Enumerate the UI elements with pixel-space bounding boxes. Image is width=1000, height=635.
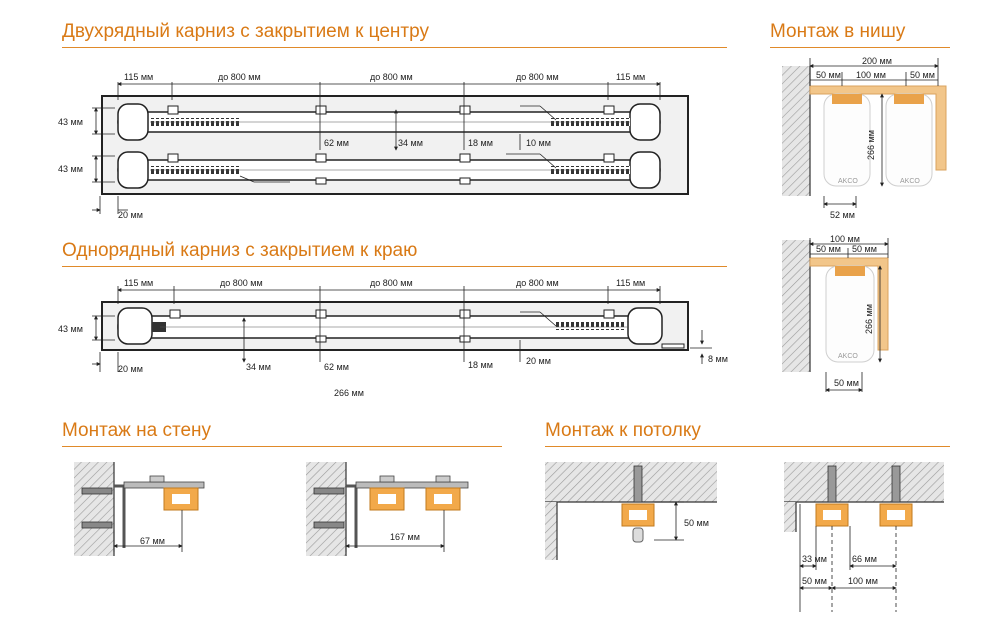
- end-cap: [627, 307, 663, 345]
- dim-label: 8 мм: [708, 354, 728, 364]
- heading-double-rail: Двухрядный карниз с закрытием к центру: [62, 21, 429, 42]
- dim-label: 34 мм: [246, 362, 271, 372]
- niche-profile: [809, 85, 947, 171]
- dim-label: до 800 мм: [370, 72, 413, 82]
- dim-label: 115 мм: [616, 72, 645, 82]
- dim-label: 266 мм: [334, 388, 364, 398]
- dim-label: 50 мм: [834, 378, 859, 388]
- dim-label: 50 мм: [816, 70, 841, 80]
- dim-label: 33 мм: [802, 554, 827, 564]
- dim-label: 43 мм: [58, 324, 83, 334]
- dim-label: 52 мм: [830, 210, 855, 220]
- screw: [827, 465, 837, 503]
- ceiling-mount-double: 33 мм 66 мм 50 мм 100 мм: [784, 462, 944, 612]
- screw: [313, 487, 345, 529]
- dim-label: 50 мм: [684, 518, 709, 528]
- dim-label: 115 мм: [124, 278, 153, 288]
- heading-rule: [62, 266, 727, 267]
- wall-mount-double: 167 мм: [306, 462, 469, 556]
- dim-label: 66 мм: [852, 554, 877, 564]
- heading-single-rail: Однорядный карниз с закрытием к краю: [62, 240, 418, 261]
- dim-label: 62 мм: [324, 138, 349, 148]
- dim-label: до 800 мм: [220, 278, 263, 288]
- dim-label: до 800 мм: [218, 72, 261, 82]
- ceiling-hatch: [545, 462, 717, 502]
- dim-label: 67 мм: [140, 536, 165, 546]
- dim-label: до 800 мм: [370, 278, 413, 288]
- end-cap: [117, 151, 149, 189]
- dim-label: 20 мм: [118, 364, 143, 374]
- heading-rule: [62, 47, 727, 48]
- brand-label: AKCO: [838, 178, 858, 185]
- dim-label: 18 мм: [468, 360, 493, 370]
- brackets: [167, 105, 615, 185]
- wall-hatch: [782, 240, 810, 372]
- niche-mount-double: AKCO AKCO 200 мм 50 мм 100 мм 50 мм 266 …: [782, 56, 947, 220]
- dim-label: 18 мм: [468, 138, 493, 148]
- dim-label: до 800 мм: [516, 72, 559, 82]
- dim-label: 34 мм: [398, 138, 423, 148]
- dim-label: 20 мм: [118, 210, 143, 220]
- dim-label: 167 мм: [390, 532, 420, 542]
- heading-ceiling-mount: Монтаж к потолку: [545, 420, 701, 441]
- dim-label: 43 мм: [58, 117, 83, 127]
- brand-label: AKCO: [900, 178, 920, 185]
- wall-hatch: [74, 462, 114, 556]
- dim-label: 20 мм: [526, 356, 551, 366]
- dim-label: 100 мм: [848, 576, 878, 586]
- dim-label: 266 мм: [864, 304, 874, 334]
- curtain-roll: [885, 93, 933, 187]
- dim-label: 200 мм: [862, 56, 892, 66]
- end-cap: [629, 151, 661, 189]
- dim-label: 266 мм: [866, 130, 876, 160]
- niche-mount-single: AKCO 100 мм 50 мм 50 мм 266 мм 50 мм: [782, 234, 889, 392]
- screw: [81, 487, 113, 529]
- heading-rule: [770, 47, 950, 48]
- dim-label: до 800 мм: [516, 278, 559, 288]
- heading-rule: [545, 446, 950, 447]
- wall-mount-single: 67 мм: [74, 462, 205, 556]
- wall-bracket: [114, 484, 126, 548]
- dim-label: 50 мм: [910, 70, 935, 80]
- screw: [633, 465, 643, 503]
- curtain-roll: [823, 93, 871, 187]
- dim-label: 50 мм: [852, 244, 877, 254]
- ceiling-mount-single: 50 мм: [545, 462, 717, 560]
- runner: [152, 322, 166, 332]
- dim-label: 50 мм: [802, 576, 827, 586]
- dim-label: 100 мм: [830, 234, 860, 244]
- heading-wall-mount: Монтаж на стену: [62, 420, 212, 441]
- heading-rule: [62, 446, 502, 447]
- single-rail-drawing: 115 мм до 800 мм до 800 мм до 800 мм 115…: [58, 278, 728, 398]
- end-cap: [629, 103, 661, 141]
- brand-label: AKCO: [838, 353, 858, 360]
- dim-label: 43 мм: [58, 164, 83, 174]
- heading-niche-mount: Монтаж в нишу: [770, 21, 906, 42]
- runner-chain: [555, 322, 625, 330]
- end-cap: [117, 103, 149, 141]
- end-cap: [117, 307, 153, 345]
- dim-label: 115 мм: [124, 72, 153, 82]
- double-rail-drawing: 115 мм до 800 мм до 800 мм до 800 мм 115…: [58, 72, 689, 220]
- dim-label: 62 мм: [324, 362, 349, 372]
- ceiling-hatch: [784, 462, 944, 502]
- screw: [891, 465, 901, 503]
- dim-label: 10 мм: [526, 138, 551, 148]
- wall-hatch: [306, 462, 346, 556]
- wall-hatch: [782, 66, 810, 196]
- wall-bracket: [346, 484, 358, 548]
- dim-label: 115 мм: [616, 278, 645, 288]
- dim-label: 50 мм: [816, 244, 841, 254]
- dim-label: 100 мм: [856, 70, 886, 80]
